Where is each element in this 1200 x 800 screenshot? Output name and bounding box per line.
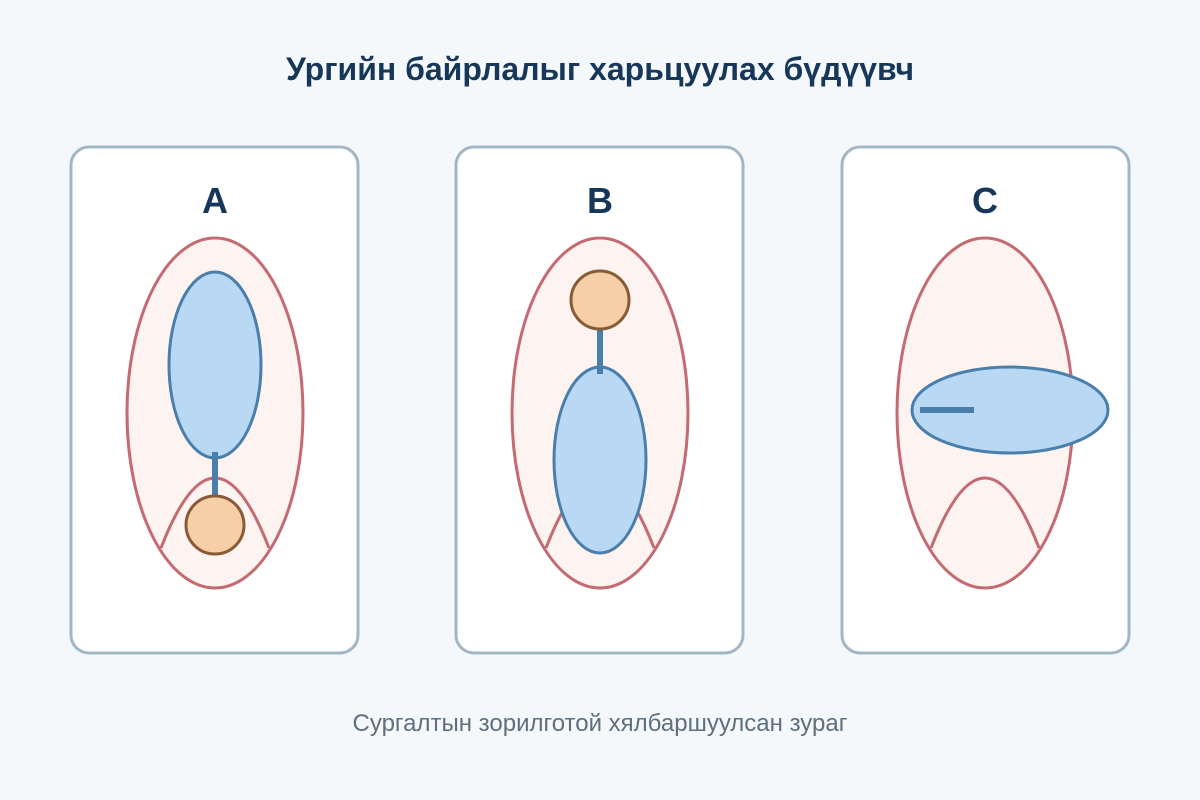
fetus-c	[910, 365, 1110, 455]
panel-a-label: A	[202, 180, 228, 221]
cervix-arch-c	[929, 476, 1041, 549]
panel-c: C	[840, 145, 1131, 655]
fetus-a	[167, 270, 263, 460]
panel-b: B	[454, 145, 745, 655]
panel-b-label: B	[587, 180, 613, 221]
fetus-b	[552, 365, 648, 555]
diagram-caption: Сургалтын зорилготой хялбаршуулсан зураг	[353, 710, 848, 737]
placenta-a	[184, 494, 246, 556]
panel-a: A	[69, 145, 360, 655]
diagram-title: Ургийн байрлалыг харьцуулах бүдүүвч	[286, 51, 914, 87]
panel-c-label: C	[972, 180, 998, 221]
placenta-b	[569, 269, 631, 331]
